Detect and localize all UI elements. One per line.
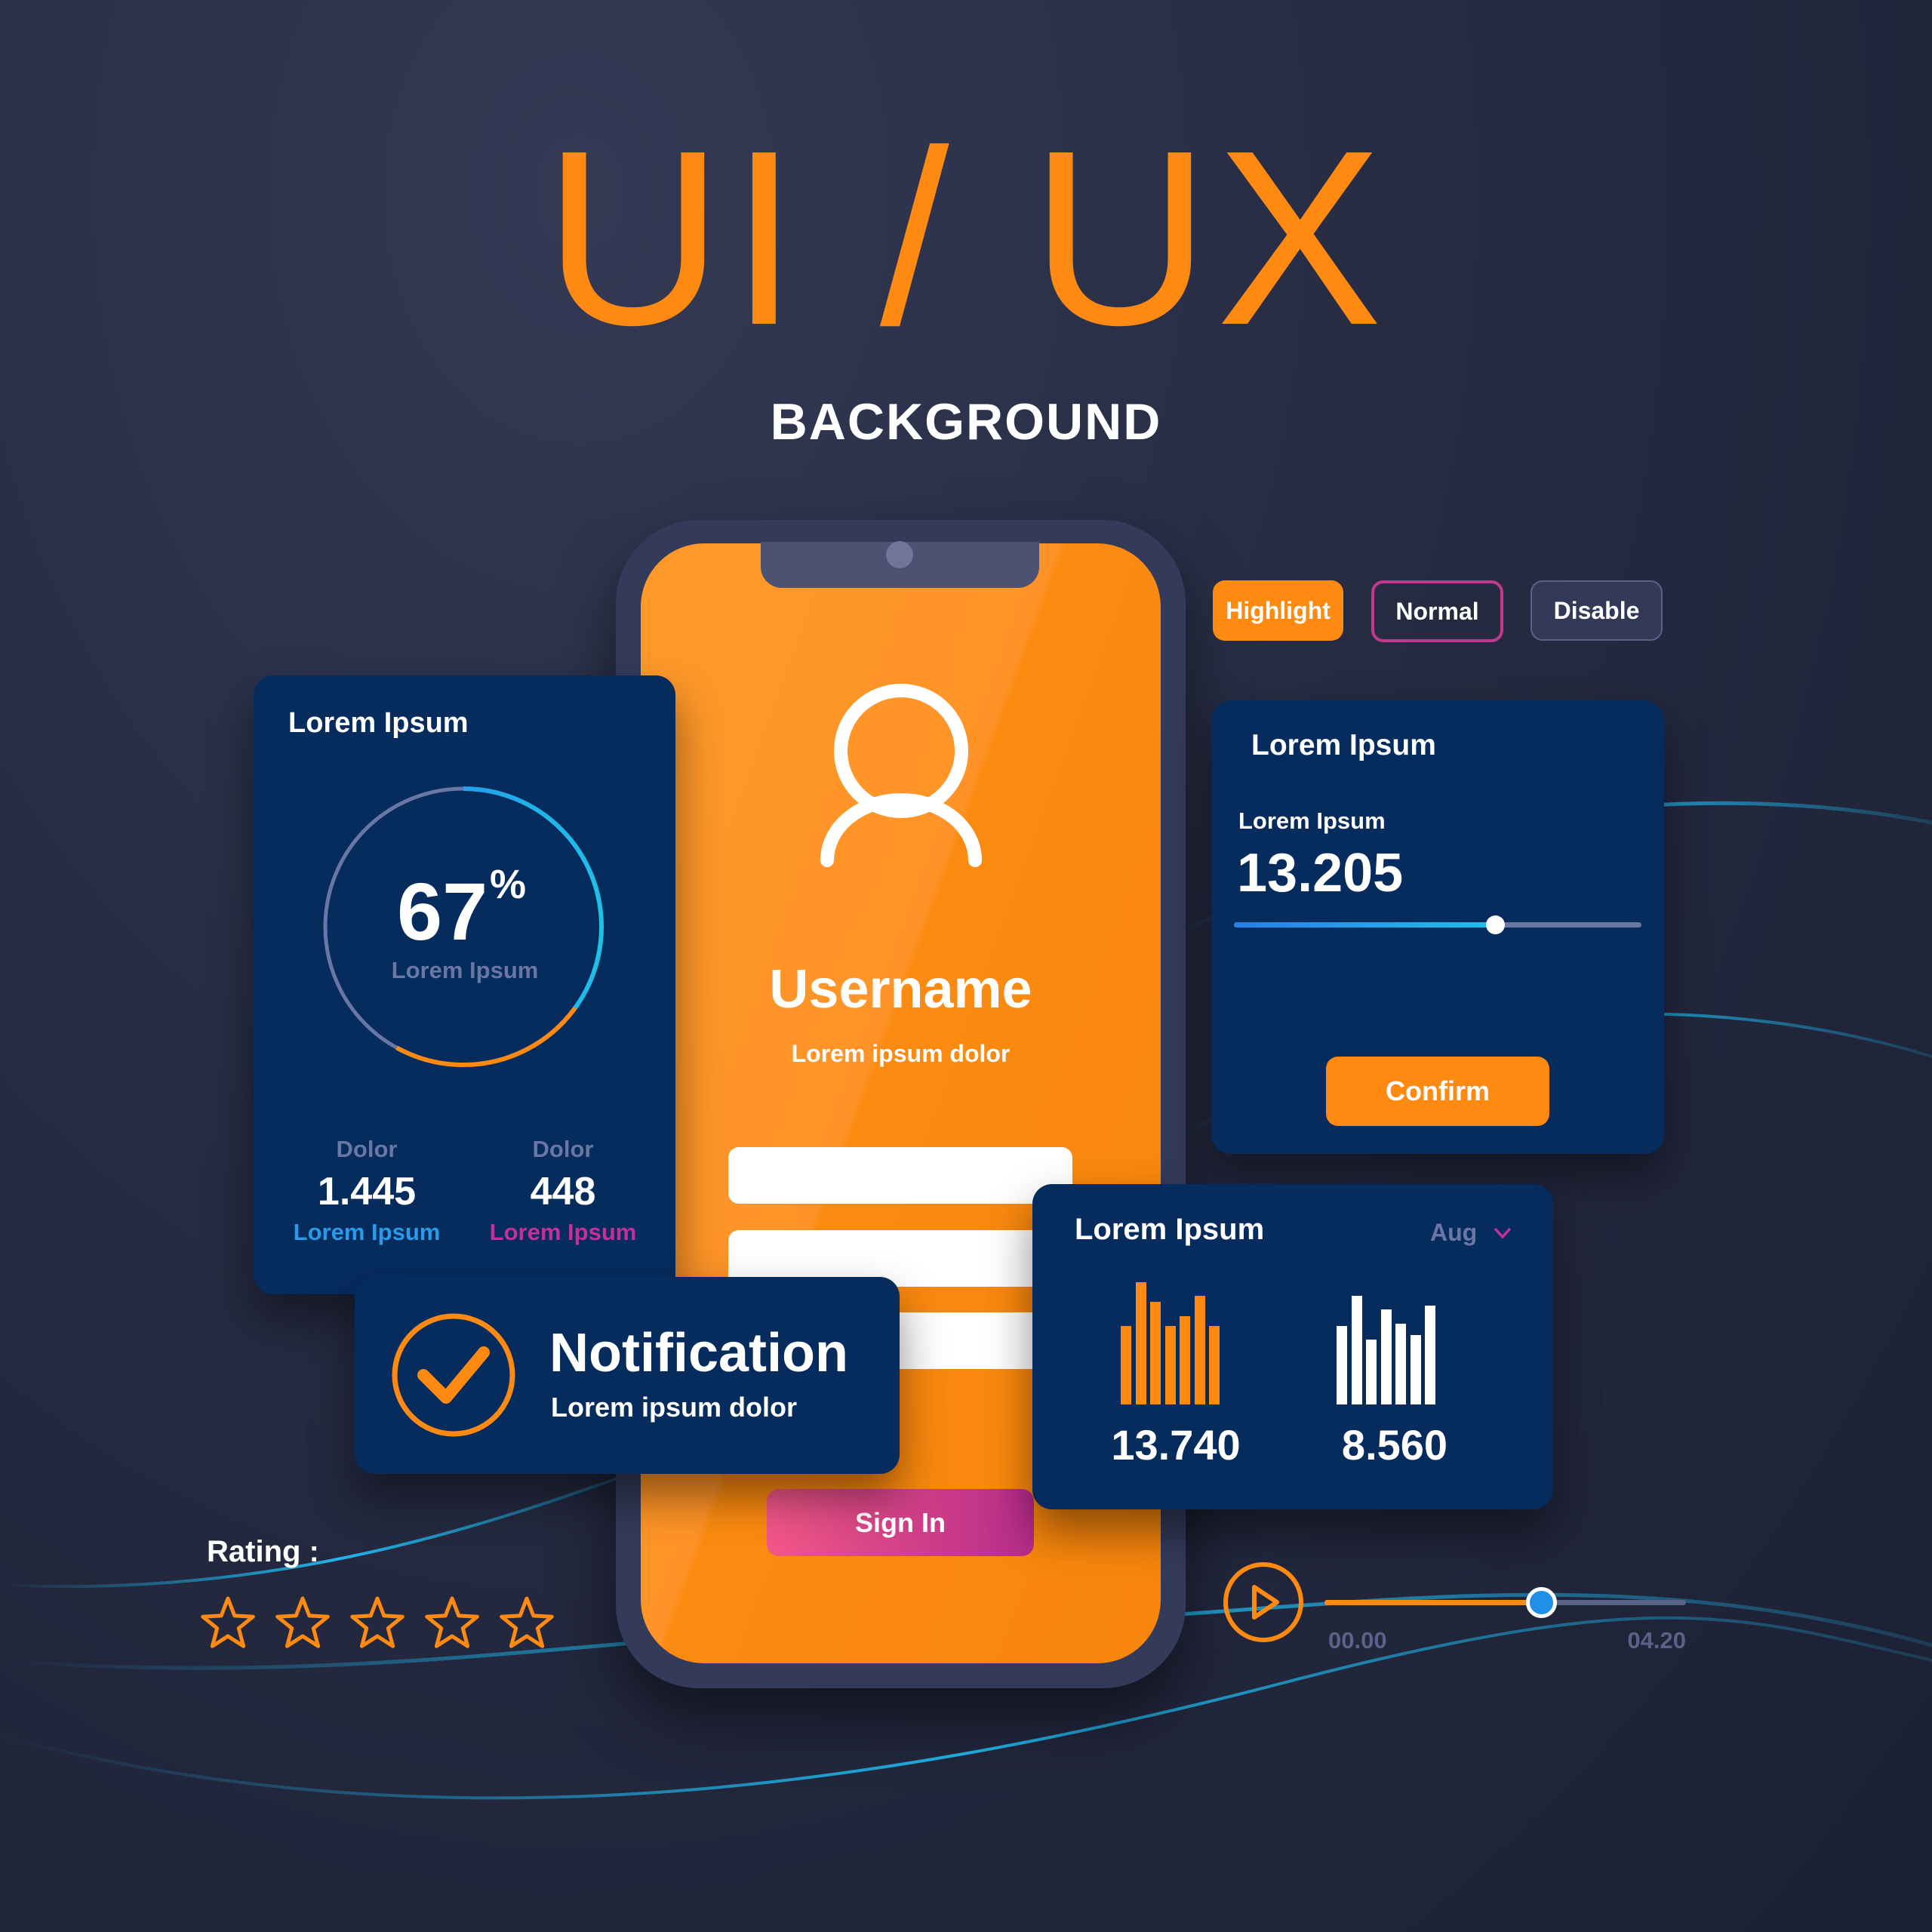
card-title: Lorem Ipsum (1075, 1213, 1265, 1246)
progress-card: Lorem Ipsum 67 % Lorem Ipsum Dolor 1.445… (254, 675, 675, 1294)
notification-card: Notification Lorem ipsum dolor (355, 1277, 900, 1474)
bar-series2-3 (1366, 1340, 1377, 1404)
time-end: 04.20 (1627, 1627, 1686, 1654)
series-1-total: 13.740 (1111, 1421, 1241, 1469)
bar-series1-5 (1180, 1316, 1190, 1404)
camera-icon (886, 541, 913, 568)
slider-value: 13.205 (1237, 843, 1404, 903)
bar-series1-3 (1150, 1301, 1161, 1404)
percent-sign: % (490, 862, 527, 907)
bar-series1-4 (1164, 1326, 1176, 1404)
slider-fill (1234, 922, 1495, 928)
stat-value: 1.445 (317, 1170, 417, 1214)
audio-progress-bar[interactable] (1324, 1587, 1686, 1618)
rating-label: Rating : (207, 1535, 319, 1568)
bars-container (1032, 1184, 1553, 1509)
star-icon[interactable] (497, 1592, 557, 1653)
series-2-total: 8.560 (1341, 1421, 1448, 1469)
page-title: UI / UX (543, 98, 1389, 377)
card-title: Lorem Ipsum (1251, 729, 1436, 761)
play-button[interactable] (1223, 1561, 1304, 1643)
month-dropdown[interactable]: Aug (1430, 1219, 1512, 1247)
normal-button[interactable]: Normal (1371, 580, 1503, 642)
bar-series2-7 (1425, 1305, 1435, 1404)
ring-blue-arc (323, 786, 604, 1067)
star-icon[interactable] (422, 1592, 482, 1653)
progress-ring (323, 786, 604, 1067)
bar-series2-5 (1395, 1324, 1406, 1404)
bar-series1-2 (1135, 1282, 1146, 1404)
value-slider[interactable] (1234, 915, 1641, 934)
notification-text: Lorem ipsum dolor (551, 1392, 798, 1423)
ring-orange-arc (323, 786, 604, 1067)
user-icon (820, 684, 982, 867)
star-icon[interactable] (198, 1592, 258, 1653)
page-subtitle: BACKGROUND (770, 393, 1162, 451)
card-title: Lorem Ipsum (288, 707, 469, 739)
confirm-button[interactable]: Confirm (1326, 1057, 1549, 1126)
stat-caption: Lorem Ipsum (293, 1219, 441, 1245)
month-value: Aug (1430, 1219, 1478, 1246)
star-icon[interactable] (347, 1592, 408, 1653)
audio-progress-fill (1324, 1600, 1542, 1605)
stat-label: Dolor (532, 1136, 594, 1162)
username-caption: Lorem ipsum dolor (791, 1040, 1011, 1067)
stat-2: Dolor 448 Lorem Ipsum (465, 1136, 661, 1246)
slider-handle[interactable] (1485, 915, 1505, 934)
bar-series1-7 (1209, 1326, 1220, 1404)
stat-caption: Lorem Ipsum (489, 1219, 637, 1245)
slider-label: Lorem Ipsum (1238, 808, 1386, 834)
highlight-button[interactable]: Highlight (1213, 580, 1343, 641)
time-start: 00.00 (1328, 1627, 1387, 1654)
notification-title: Notification (549, 1323, 848, 1383)
percent-value: 67 (397, 866, 488, 957)
chevron-down-icon (1494, 1227, 1512, 1239)
check-icon (392, 1313, 515, 1437)
stat-1: Dolor 1.445 Lorem Ipsum (269, 1136, 465, 1246)
username-label: Username (769, 959, 1032, 1020)
stat-value: 448 (530, 1170, 596, 1214)
bar-series2-1 (1337, 1326, 1347, 1404)
slider-card: Lorem Ipsum Lorem Ipsum 13.205 Confirm (1211, 700, 1664, 1154)
ring-label: Lorem Ipsum (391, 957, 539, 983)
audio-progress-handle[interactable] (1526, 1587, 1558, 1618)
disable-button: Disable (1531, 580, 1663, 641)
bar-series2-4 (1380, 1309, 1392, 1404)
bar-series2-6 (1410, 1334, 1421, 1404)
sign-in-button[interactable]: Sign In (767, 1489, 1034, 1556)
bar-chart-card: Lorem Ipsum Aug 13.740 8.560 (1032, 1184, 1553, 1509)
stat-label: Dolor (336, 1136, 398, 1162)
star-icon[interactable] (272, 1592, 333, 1653)
bar-series1-6 (1194, 1295, 1205, 1404)
bar-series2-2 (1351, 1295, 1362, 1404)
username-input[interactable] (728, 1147, 1072, 1204)
bar-series1-1 (1121, 1326, 1131, 1404)
